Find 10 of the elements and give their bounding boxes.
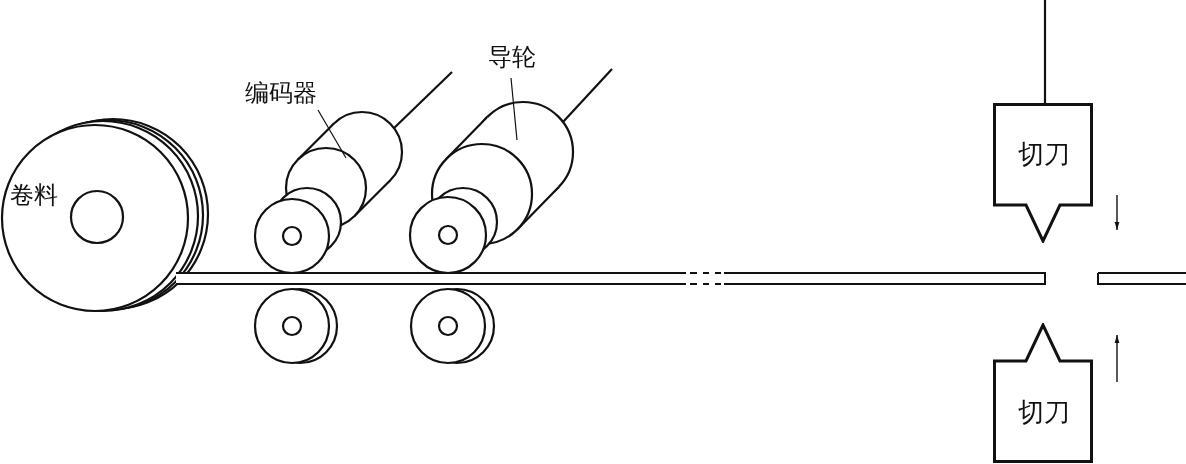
part-label: 编码器 — [245, 80, 317, 106]
leader-line — [317, 109, 347, 159]
leader-line — [510, 77, 518, 141]
upper-cutter — [993, 103, 1093, 243]
cutter-label: 切刀 — [1018, 399, 1070, 427]
lower-cutter — [993, 323, 1093, 463]
part-label: 卷料 — [10, 182, 58, 208]
cutter-label: 切刀 — [1018, 141, 1070, 169]
part-label: 导轮 — [488, 44, 536, 70]
guide-wheel-drawing — [408, 68, 613, 275]
